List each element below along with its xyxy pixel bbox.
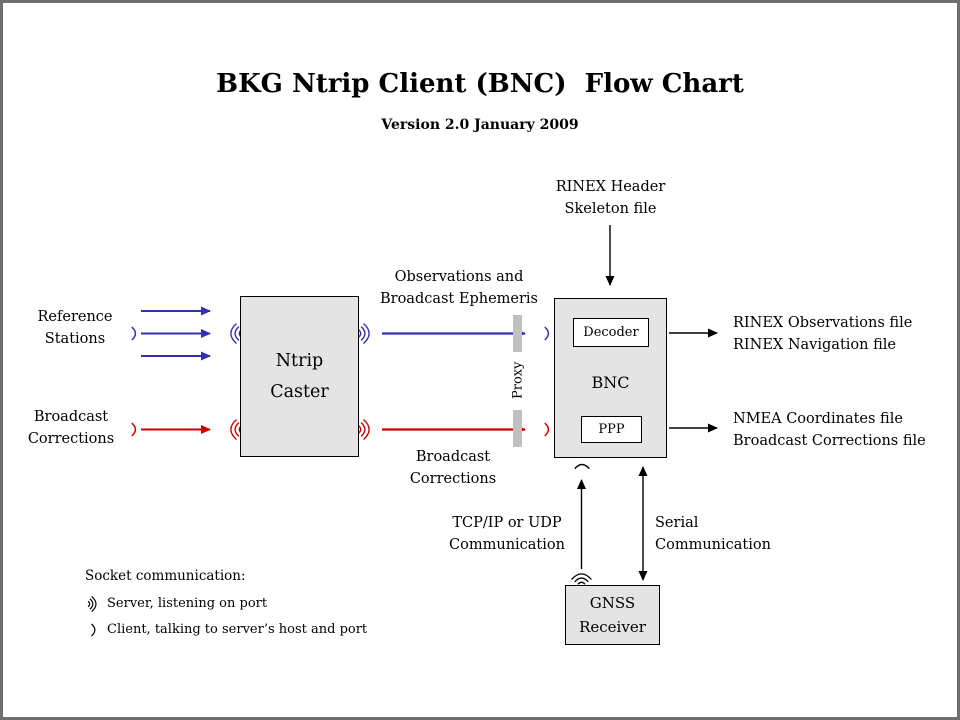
reference-station-arrows: [141, 306, 211, 361]
ntrip-caster-label-line2: Caster: [270, 381, 329, 402]
proxy-bar-top: [513, 315, 522, 352]
reference-stations-label: Reference Stations: [37, 309, 113, 347]
legend-client-socket-icon: [91, 623, 96, 637]
legend-title: Socket communication:: [85, 568, 246, 584]
page-title: BKG Ntrip Client (BNC) Flow Chart: [216, 69, 744, 99]
ppp-node: PPP: [581, 416, 642, 443]
gnss-label-line1: GNSS: [589, 594, 636, 612]
client-socket-icon-reference: [131, 326, 137, 341]
broadcast-corrections-stream-label: Broadcast Corrections: [409, 449, 497, 487]
tcp-udp-label: TCP/IP or UDP Communication: [449, 515, 565, 553]
client-socket-icon-broadcast: [131, 422, 137, 437]
client-socket-icon-bnc-obs: [544, 326, 550, 341]
ntrip-caster-label-line1: Ntrip: [275, 350, 324, 371]
decoder-label: Decoder: [583, 325, 639, 340]
server-socket-icon-caster-right-red: [358, 418, 370, 441]
decoder-node: Decoder: [573, 318, 649, 347]
legend-server-socket-icon: [87, 595, 97, 613]
serial-label: Serial Communication: [655, 515, 771, 553]
gnss-label-line2: Receiver: [579, 618, 646, 636]
nmea-output-label: NMEA Coordinates file Broadcast Correcti…: [733, 411, 926, 449]
server-socket-icon-gnss: [571, 573, 592, 585]
proxy-label: Proxy: [510, 361, 526, 399]
legend-server-item: Server, listening on port: [107, 596, 268, 611]
ppp-label: PPP: [598, 422, 625, 437]
bnc-node: Decoder BNC PPP: [554, 298, 667, 458]
observations-ephemeris-label: Observations and Broadcast Ephemeris: [379, 269, 538, 307]
proxy-bar-bottom: [513, 410, 522, 447]
broadcast-corrections-source-label: Broadcast Corrections: [27, 409, 115, 447]
client-socket-icon-bnc-bottom: [574, 463, 590, 470]
ntrip-caster-node: Ntrip Caster: [240, 296, 359, 457]
legend-client-item: Client, talking to server’s host and por…: [107, 622, 368, 637]
gnss-receiver-node: GNSS Receiver: [565, 585, 660, 645]
rinex-header-label: RINEX Header Skeleton file: [555, 179, 666, 217]
bnc-label: BNC: [591, 373, 630, 392]
server-socket-icon-caster-right-blue: [358, 322, 370, 345]
rinex-output-label: RINEX Observations file RINEX Navigation…: [733, 315, 913, 353]
page-subtitle: Version 2.0 January 2009: [381, 117, 579, 133]
flowchart-connectors: [87, 225, 718, 637]
client-socket-icon-bnc-corr: [544, 422, 550, 437]
